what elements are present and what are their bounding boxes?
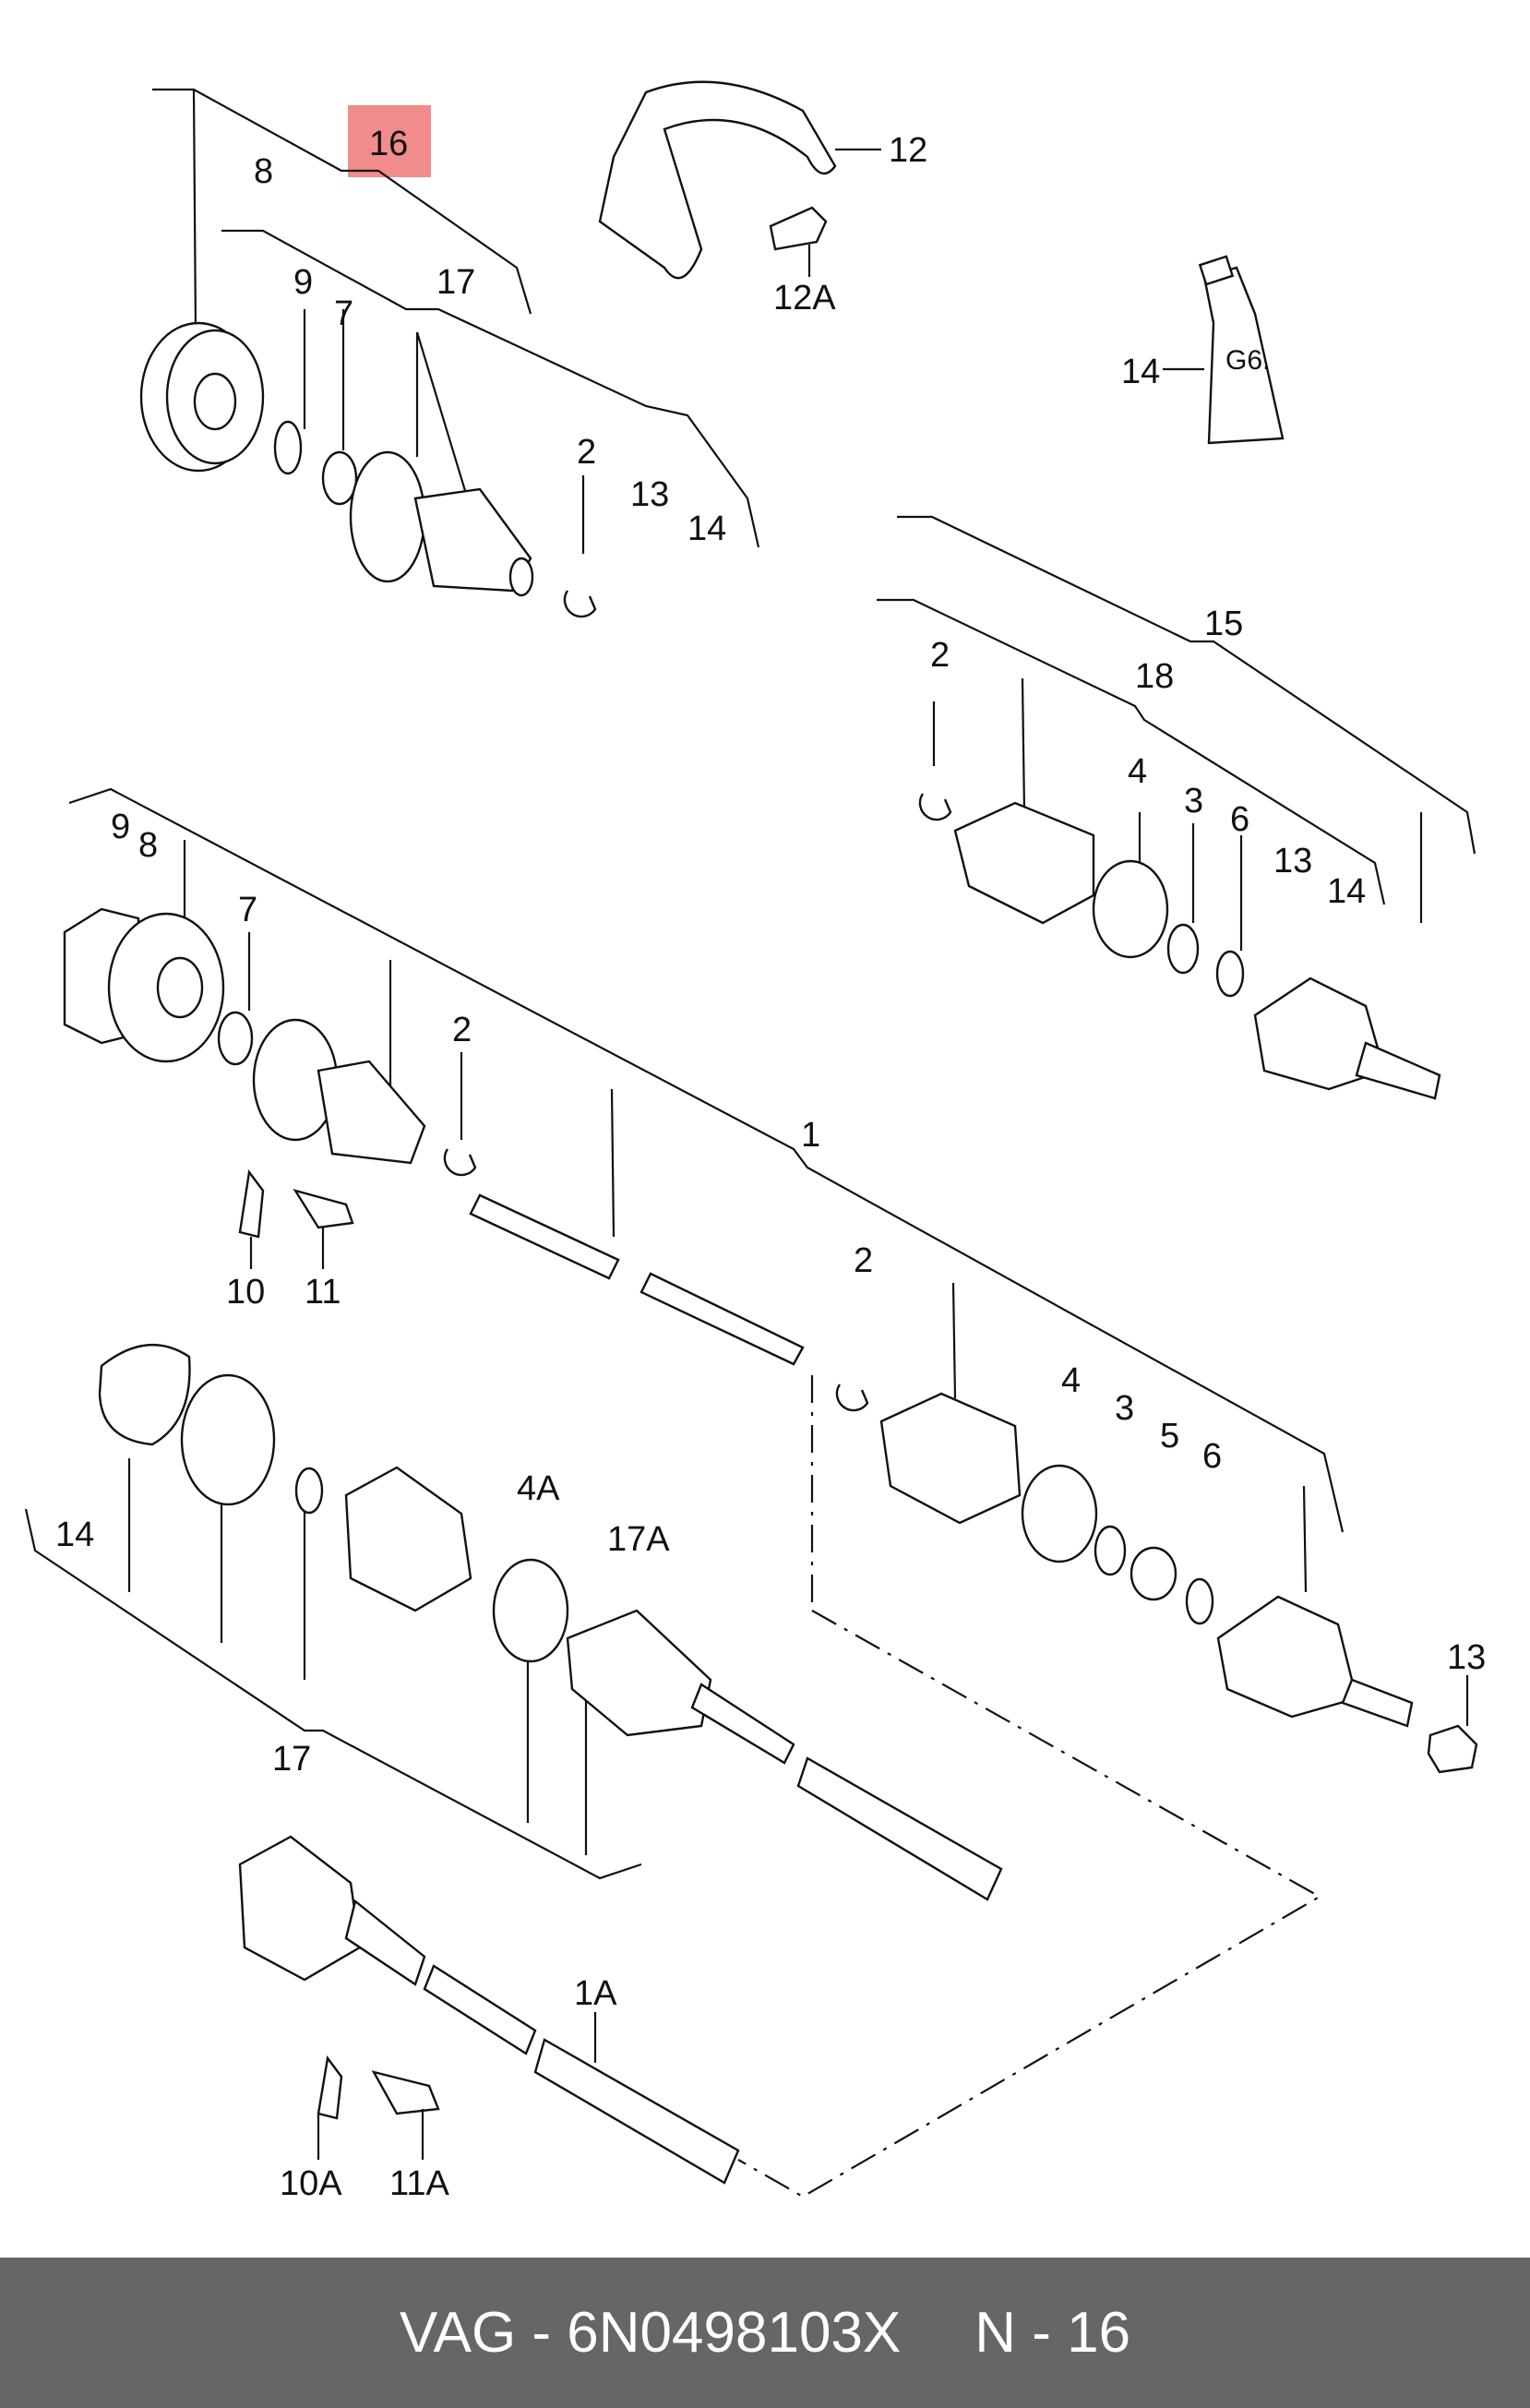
bracket-10	[238, 1168, 265, 1239]
boot-m	[317, 1060, 426, 1165]
spacer-7	[321, 450, 358, 506]
shaft-1A	[533, 2038, 740, 2185]
label-7-top: 7	[334, 294, 353, 333]
clamp-2-r	[918, 793, 952, 821]
joint-bottom	[238, 1835, 362, 1982]
heat-shield-12	[598, 80, 881, 280]
label-4-r: 4	[1128, 752, 1147, 791]
clamp-2-m	[443, 1148, 477, 1177]
inner-kit	[877, 515, 1476, 1100]
label-14-b: 14	[55, 1515, 94, 1554]
label-2-m2: 2	[854, 1241, 873, 1280]
label-18: 18	[1135, 657, 1174, 696]
label-11: 11	[305, 1273, 341, 1312]
middle-shaft	[63, 787, 1478, 2198]
label-1: 1	[801, 1116, 820, 1155]
boot-17A	[566, 1609, 712, 1737]
ring-3-r	[1166, 923, 1200, 975]
seal-ring	[180, 1373, 276, 1506]
footer-part-number: VAG - 6N0498103X	[399, 2301, 902, 2365]
shaft-lower	[796, 1756, 1003, 1901]
highlight-16[interactable]: 16	[348, 105, 431, 177]
callout-labels: 8 17 9 7 2 13 14 12 12A 14 15 18 2 4 3 6…	[55, 131, 1486, 2203]
footer-reference: N - 16	[974, 2301, 1131, 2365]
top-assembly	[139, 88, 760, 618]
nut-13	[1427, 1724, 1478, 1774]
label-13-nut: 13	[1447, 1638, 1486, 1677]
bracket-10A	[317, 2055, 343, 2120]
bolt-11A	[371, 2070, 440, 2115]
label-13-r: 13	[1273, 842, 1312, 881]
footer-bar: VAG - 6N0498103X N - 16	[0, 2258, 1530, 2408]
label-6-m2: 6	[1202, 1437, 1222, 1476]
label-9-top: 9	[293, 263, 313, 302]
joint-lower	[344, 1466, 472, 1612]
label-4-m2: 4	[1061, 1361, 1081, 1400]
cap-14	[98, 1343, 191, 1446]
label-17-top: 17	[436, 263, 475, 302]
circlip-6-r	[1215, 950, 1245, 998]
label-1A: 1A	[574, 1974, 617, 2013]
lower-assembly	[24, 1343, 1003, 2185]
tube-text: G6.	[1225, 345, 1270, 376]
label-13-top: 13	[630, 475, 669, 514]
clamp-4-r	[1092, 859, 1169, 959]
bolt-11	[293, 1189, 354, 1229]
label-8-top: 8	[254, 152, 273, 191]
label-16: 16	[369, 125, 408, 163]
label-9-m: 9	[111, 808, 130, 846]
joint-m2	[1216, 1595, 1358, 1719]
label-12A: 12A	[773, 279, 836, 317]
label-10A: 10A	[280, 2164, 342, 2203]
label-3-r: 3	[1184, 782, 1203, 821]
label-8-m: 8	[138, 826, 158, 865]
label-3-m2: 3	[1115, 1389, 1134, 1428]
bolt-12A	[769, 206, 828, 251]
boot-m2	[879, 1392, 1022, 1525]
label-14-tube: 14	[1121, 353, 1160, 391]
label-10: 10	[226, 1273, 265, 1312]
label-11A: 11A	[389, 2164, 449, 2203]
label-2-m: 2	[452, 1011, 472, 1049]
label-5-m2: 5	[1160, 1417, 1179, 1456]
label-14-top: 14	[687, 509, 726, 548]
label-2-top: 2	[577, 433, 596, 472]
outer-joint	[349, 450, 426, 583]
boot-r	[953, 801, 1095, 925]
label-14-r: 14	[1327, 872, 1366, 911]
label-6-r: 6	[1230, 800, 1249, 839]
label-4A: 4A	[517, 1469, 560, 1508]
label-7-m: 7	[238, 891, 257, 929]
spline-r	[1355, 1041, 1441, 1100]
clamp-2	[563, 590, 597, 618]
grease-tube-14: G6.	[1163, 255, 1285, 445]
clamp-2-m2	[835, 1384, 869, 1412]
label-17A: 17A	[607, 1520, 670, 1559]
parts-diagram: 16 G6.	[24, 80, 1486, 2203]
label-2-r: 2	[930, 636, 950, 675]
label-17-b: 17	[272, 1740, 311, 1779]
clamp-4A	[492, 1558, 569, 1663]
circlip-9	[273, 420, 303, 475]
label-12: 12	[889, 131, 927, 170]
label-15: 15	[1204, 605, 1243, 643]
